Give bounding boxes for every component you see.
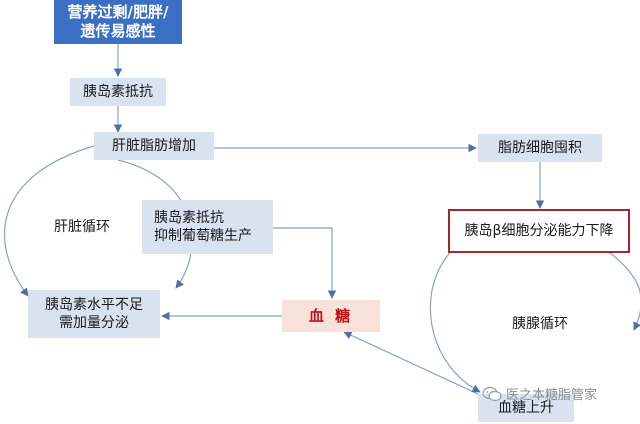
pancreas-cycle-left-arc: [429, 241, 481, 393]
node-adipocyte: 脂肪细胞囤积: [478, 134, 602, 162]
wechat-icon: [482, 386, 502, 401]
arrow-inhibit-to-sugar: [273, 227, 337, 299]
node-insulin-inhibit: 胰岛素抵抗 抑制葡萄糖生产: [142, 200, 273, 254]
label-liver-cycle: 肝脏循环: [54, 219, 110, 235]
node-liver-fat: 肝脏脂肪增加: [94, 132, 214, 160]
node-insulin-resistance: 胰岛素抵抗: [70, 78, 166, 106]
label-pancreas-cycle: 胰腺循环: [512, 316, 568, 332]
liver-cycle-left-arc: [3, 145, 95, 297]
node-top-cause: 营养过剩/肥胖/ 遗传易感性: [54, 0, 182, 44]
watermark: 医之本糖脂管家: [482, 384, 597, 403]
watermark-text: 医之本糖脂管家: [506, 388, 598, 403]
node-beta-decline: 胰岛β细胞分泌能力下降: [448, 209, 630, 253]
node-blood-sugar: 血 糖: [282, 300, 380, 332]
arrow-sugarrise-to-sugar: [343, 331, 479, 395]
node-insulin-low: 胰岛素水平不足 需加量分泌: [28, 290, 160, 338]
pancreas-cycle-right-arc: [595, 242, 640, 331]
